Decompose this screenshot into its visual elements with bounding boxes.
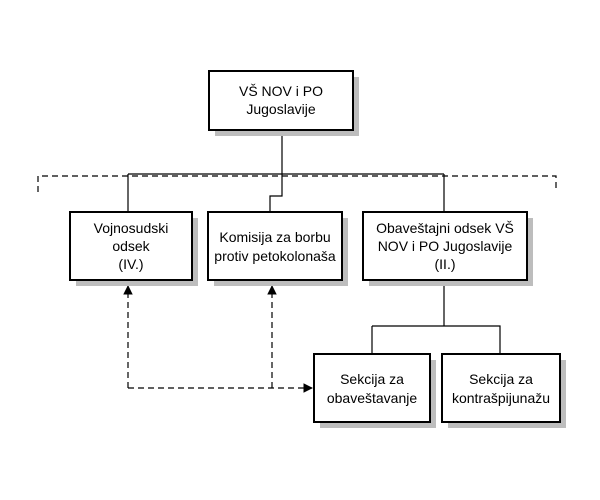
drop-commission — [269, 174, 283, 212]
svg-text:Jugoslavije: Jugoslavije — [246, 101, 315, 117]
intelligence-line-2: NOV i PO Jugoslavije — [378, 238, 513, 254]
intelligence-line-3: (II.) — [435, 256, 456, 272]
node-military-court: Vojnosudski odsek (IV.) — [69, 211, 198, 286]
intelligence-line-1: Obaveštajni odsek VŠ — [376, 220, 514, 236]
sections-horizontal — [372, 325, 501, 354]
section-intel-line-1: Sekcija za — [340, 371, 404, 387]
node-commission: Komisija za borbu protiv petokolonaša — [207, 211, 348, 286]
section-intel-line-2: obaveštavanje — [327, 390, 418, 406]
root-line-1: VŠ NOV i PO — [239, 83, 323, 99]
connectors — [37, 130, 557, 393]
military-court-line-3: (IV.) — [118, 256, 143, 272]
military-court-line-2: odsek — [112, 238, 150, 254]
node-section-counter: Sekcija za kontrašpijunažu — [441, 353, 566, 428]
commission-line-1: Komisija za borbu — [219, 229, 330, 245]
svg-text:VŠ NOV i PO: VŠ NOV i PO — [239, 83, 323, 99]
military-court-line-1: Vojnosudski — [94, 220, 169, 236]
node-intelligence: Obaveštajni odsek VŠ NOV i PO Jugoslavij… — [362, 211, 533, 286]
node-section-intel: Sekcija za obaveštavanje — [313, 353, 436, 428]
root-line-2: Jugoslavije — [246, 101, 315, 117]
dashed-group-bar — [37, 175, 557, 192]
section-counter-line-1: Sekcija za — [469, 371, 533, 387]
commission-line-2: protiv petokolonaša — [214, 248, 336, 264]
node-root: VŠ NOV i PO Jugoslavije — [208, 70, 359, 136]
section-counter-line-2: kontrašpijunažu — [452, 390, 550, 406]
